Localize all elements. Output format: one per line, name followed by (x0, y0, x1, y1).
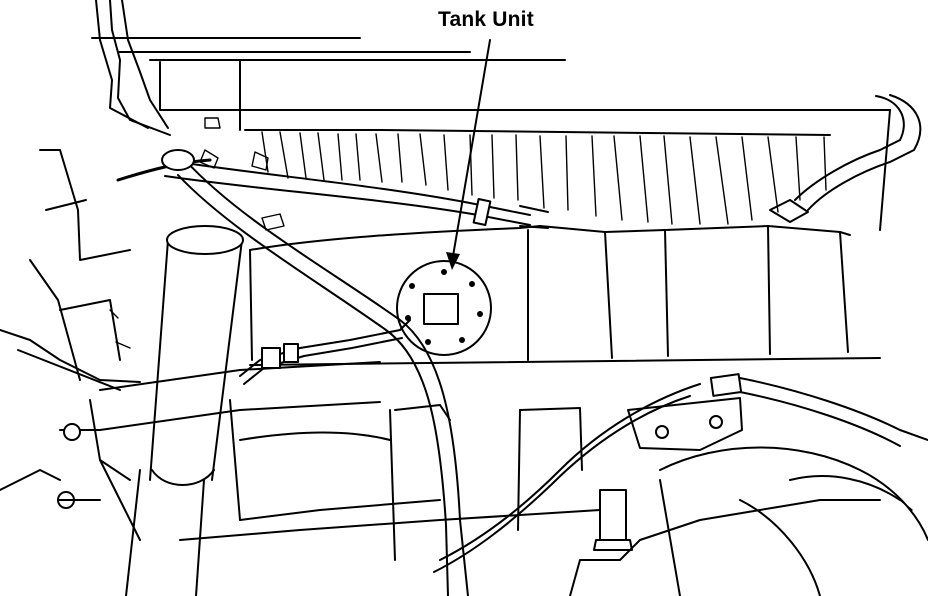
wiring-harness (239, 319, 411, 385)
tank-unit-callout-label: Tank Unit (438, 8, 534, 31)
right-hose (769, 94, 922, 223)
body-frame-rails (91, 37, 891, 231)
breather-hose (161, 149, 469, 596)
tank-unit-flange (396, 260, 492, 356)
flange-bolt (477, 311, 483, 317)
flange-bolt (469, 281, 475, 287)
left-frame (0, 149, 141, 391)
floor-ribs (261, 131, 827, 225)
flange-bolt (441, 269, 447, 275)
fuel-lines (95, 0, 549, 229)
flange-bolt (459, 337, 465, 343)
flange-bolt (409, 283, 415, 289)
shock-absorber (125, 225, 244, 596)
fuel-tank (249, 225, 881, 366)
flange-bolt (425, 339, 431, 345)
callout-leader (446, 39, 491, 270)
axle-assembly (0, 361, 601, 561)
clamps (199, 149, 285, 231)
lower-right-components (433, 373, 928, 596)
